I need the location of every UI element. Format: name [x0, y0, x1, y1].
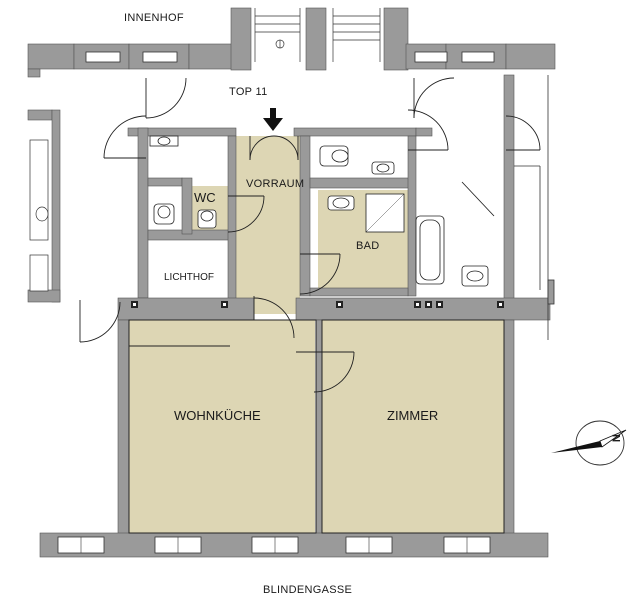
room-outlines	[128, 319, 505, 534]
left-walls	[27, 68, 61, 303]
right-edge	[514, 75, 555, 340]
label-room: ZIMMER	[387, 408, 439, 423]
north-arrow-icon	[551, 420, 627, 466]
room-wohnkueche-fill	[129, 320, 315, 533]
fixtures	[149, 135, 489, 287]
room-zimmer-fill	[322, 320, 504, 533]
left-fixtures	[29, 139, 49, 292]
label-kitchen-living: WOHNKÜCHE	[174, 408, 261, 423]
label-bath: BAD	[356, 240, 380, 252]
label-street: BLINDENGASSE	[263, 584, 353, 596]
label-hall: VORRAUM	[246, 178, 305, 190]
courtyard-windows	[85, 51, 495, 63]
main-wall	[117, 297, 551, 536]
door-swings	[79, 77, 541, 393]
label-courtyard: INNENHOF	[124, 12, 184, 24]
entry-arrow-icon	[263, 108, 283, 131]
label-unit: TOP 11	[229, 86, 268, 98]
stairs	[254, 8, 381, 62]
label-lightwell: LICHTHOF	[164, 272, 214, 283]
north-letter: N	[611, 433, 624, 443]
core-walls	[127, 74, 515, 307]
room-vorraum-fill	[236, 136, 300, 314]
label-wc: WC	[194, 190, 216, 205]
